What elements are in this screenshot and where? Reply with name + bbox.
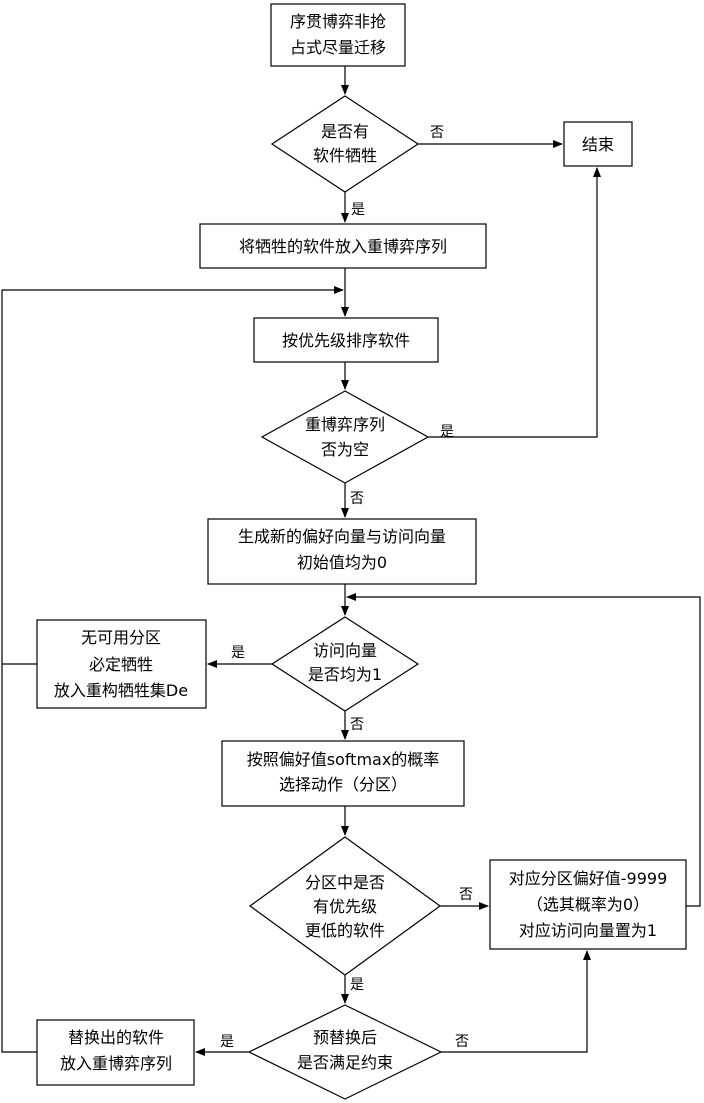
- has-victim-diamond: [270, 95, 420, 193]
- edge-label-lower-priority-no: 否: [459, 887, 473, 903]
- has-victim-line-2: 软件牺牲: [313, 146, 377, 165]
- edge-label-lower-priority-yes: 是: [350, 977, 364, 993]
- visit-all-line-2: 是否均为1: [308, 665, 382, 684]
- after-replace-diamond: [247, 1004, 443, 1100]
- arrow-set-pref-loop-back: [346, 593, 701, 907]
- edge-label-after-replace-no: 否: [455, 1034, 469, 1050]
- choose-action-box: [221, 740, 465, 807]
- replaced-out-box: [36, 1019, 195, 1086]
- lower-priority-line-3: 更低的软件: [305, 921, 385, 940]
- queue-empty-line-2: 否为空: [321, 440, 369, 459]
- edge-label-after-replace-yes: 是: [220, 1034, 234, 1050]
- set-pref-line-3: 对应访问向量置为1: [519, 921, 657, 940]
- queue-empty-diamond: [260, 390, 430, 484]
- visit-all-line-1: 访问向量: [313, 641, 377, 660]
- has-victim-line-1: 是否有: [321, 122, 369, 141]
- start-line-2: 占式尽量迁移: [290, 38, 386, 57]
- replaced-out-line-2: 放入重博弈序列: [60, 1054, 172, 1073]
- edge-label-has-victim-no: 否: [430, 125, 444, 141]
- sort-label: 按优先级排序软件: [282, 331, 410, 350]
- set-pref-box: [489, 859, 687, 950]
- after-replace-line-1: 预替换后: [313, 1028, 377, 1047]
- gen-vectors-line-1: 生成新的偏好向量与访问向量: [238, 527, 446, 546]
- arrow-queue-empty-yes-to-end: [428, 167, 601, 438]
- edge-label-queue-empty-no: 否: [350, 491, 364, 507]
- arrow-after-replace-no: [441, 950, 591, 1053]
- set-pref-line-1: 对应分区偏好值-9999: [509, 869, 668, 888]
- queue-empty-line-1: 重博弈序列: [305, 415, 385, 434]
- lower-priority-line-1: 分区中是否: [305, 873, 385, 892]
- start-line-1: 序贯博弈非抢: [290, 12, 386, 31]
- no-partition-line-3: 放入重构牺牲集De: [54, 681, 188, 700]
- edge-label-visit-all-no: 否: [350, 717, 364, 733]
- no-partition-line-2: 必定牺牲: [89, 655, 153, 674]
- sort-box: [253, 317, 439, 363]
- end-box: [563, 121, 633, 167]
- put-victim-box: [199, 223, 487, 269]
- visit-all-diamond: [270, 616, 420, 712]
- start-box: [270, 3, 406, 67]
- lower-priority-line-2: 有优先级: [313, 897, 377, 916]
- after-replace-line-2: 是否满足约束: [297, 1053, 393, 1072]
- replaced-out-line-1: 替换出的软件: [68, 1028, 164, 1047]
- set-pref-line-2: （选其概率为0）: [527, 895, 649, 914]
- no-partition-box: [36, 619, 207, 709]
- no-partition-line-1: 无可用分区: [81, 628, 161, 647]
- edge-label-queue-empty-yes: 是: [440, 424, 454, 440]
- gen-vectors-box: [207, 518, 477, 585]
- arrow-feedback-loop: [1, 286, 344, 1053]
- choose-action-line-2: 选择动作（分区）: [279, 775, 407, 794]
- gen-vectors-line-2: 初始值均为0: [297, 553, 387, 572]
- edge-label-visit-all-yes: 是: [231, 645, 245, 661]
- put-victim-label: 将牺牲的软件放入重博弈序列: [239, 237, 447, 256]
- end-label: 结束: [582, 135, 614, 154]
- choose-action-line-1: 按照偏好值softmax的概率: [247, 750, 440, 769]
- edge-label-has-victim-yes: 是: [351, 202, 365, 218]
